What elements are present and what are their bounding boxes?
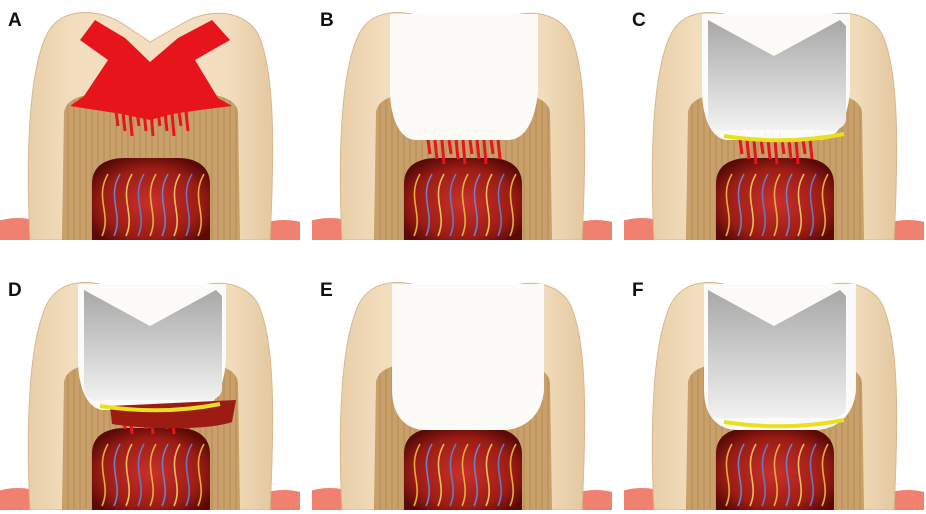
tooth-illustration [312, 0, 612, 240]
panel-label: B [320, 10, 334, 32]
panel-label: D [8, 280, 22, 302]
infected-dentin [477, 140, 479, 159]
infected-dentin [435, 140, 437, 159]
tooth-illustration [312, 270, 612, 510]
infected-dentin [740, 140, 742, 154]
panel-c: C [624, 0, 924, 240]
panel-label: C [632, 10, 646, 32]
infected-dentin [498, 140, 500, 159]
panel-e: E [312, 270, 612, 510]
infected-dentin [796, 140, 798, 164]
infected-dentin [116, 112, 118, 126]
panel-a: A [0, 0, 300, 240]
infected-dentin [810, 140, 812, 159]
infected-dentin [747, 140, 749, 159]
cavity [390, 14, 538, 140]
infected-dentin [775, 140, 777, 164]
tooth-illustration [0, 0, 300, 240]
infected-dentin [470, 140, 472, 154]
infected-dentin [428, 140, 430, 154]
infected-dentin [442, 140, 444, 164]
infected-dentin [449, 140, 451, 154]
infected-dentin [491, 140, 493, 154]
panel-label: F [632, 280, 644, 302]
infected-dentin [186, 112, 188, 131]
panel-d: D [0, 270, 300, 510]
infected-dentin [754, 140, 756, 164]
infected-dentin [463, 140, 465, 164]
infected-dentin [123, 112, 125, 131]
panel-label: E [320, 280, 333, 302]
infected-dentin [803, 140, 805, 154]
infected-dentin [761, 140, 763, 154]
infected-dentin [456, 140, 458, 159]
tooth-illustration [624, 0, 924, 240]
tooth-illustration [624, 270, 924, 510]
tooth-illustration [0, 270, 300, 510]
infected-dentin [789, 140, 791, 159]
infected-dentin [768, 140, 770, 159]
panel-f: F [624, 270, 924, 510]
infected-dentin [172, 112, 174, 136]
cavity [392, 284, 544, 430]
infected-dentin [484, 140, 486, 164]
panel-label: A [8, 10, 22, 32]
infected-dentin [179, 112, 181, 126]
panel-b: B [312, 0, 612, 240]
